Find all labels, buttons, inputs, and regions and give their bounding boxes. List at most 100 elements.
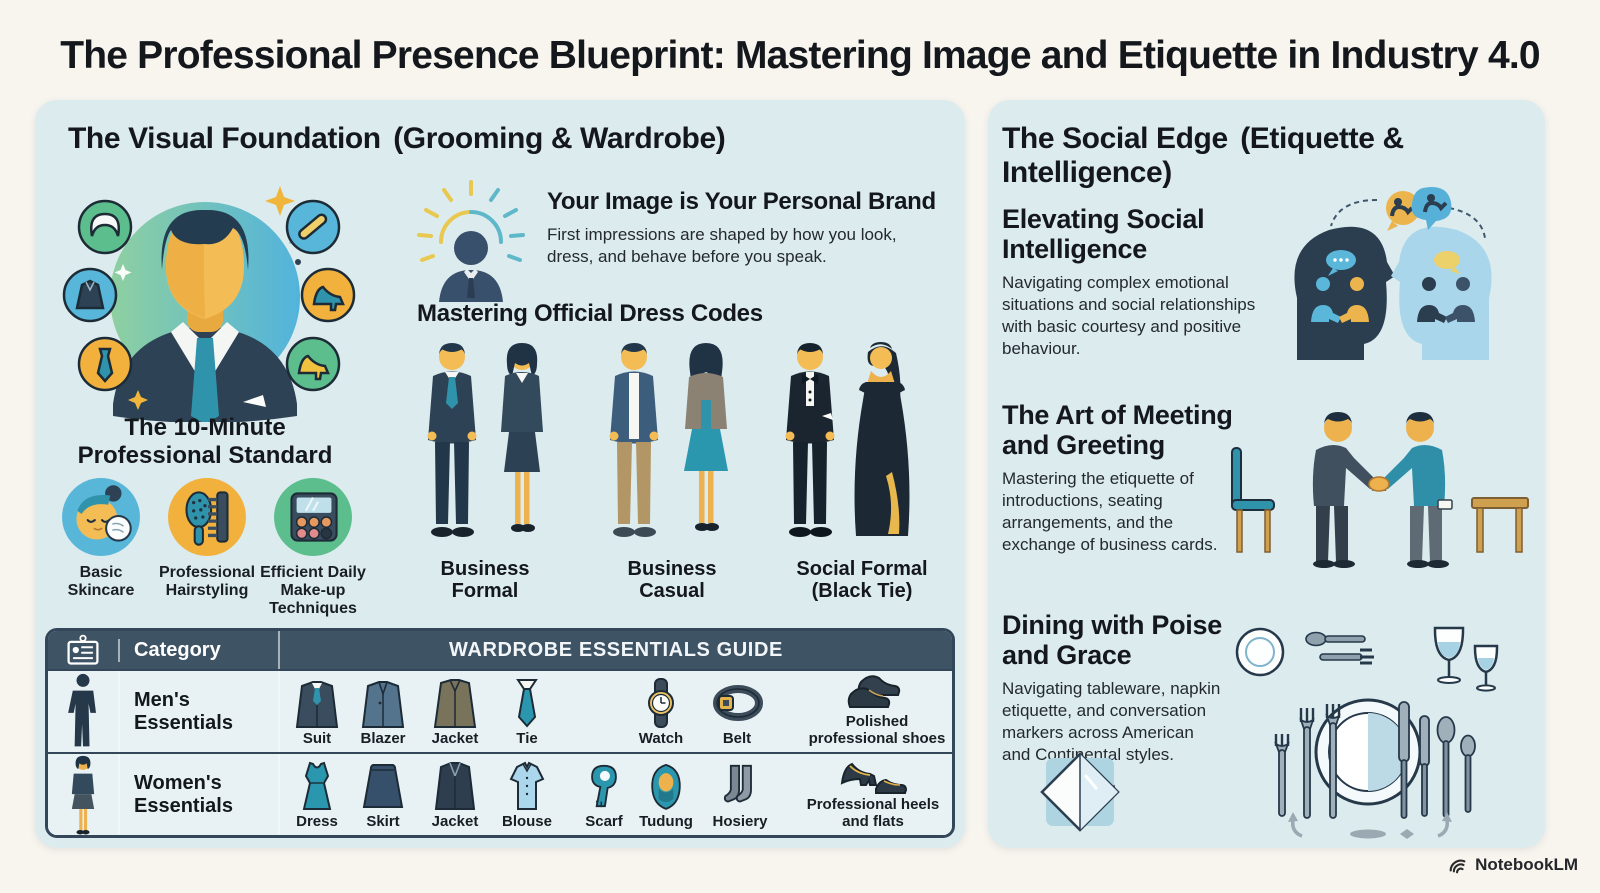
mens-silhouette-cell xyxy=(48,671,118,752)
item-label: Tie xyxy=(516,729,538,747)
grooming-item-hairstyling: Professional Hairstyling xyxy=(142,476,272,600)
business-casual-woman-figure xyxy=(684,343,728,531)
hairstyle-icon xyxy=(77,199,133,255)
item-label: Scarf xyxy=(585,812,623,830)
dress-code-label: Business Formal xyxy=(440,558,530,602)
visual-foundation-panel: The Visual Foundation (Grooming & Wardro… xyxy=(35,100,965,848)
item-label: Suit xyxy=(302,729,332,747)
mens-category-label: Men's Essentials xyxy=(134,688,233,734)
dress-shoes-icon xyxy=(847,675,901,708)
hosiery-icon xyxy=(723,764,752,803)
wardrobe-item-suit: Suit xyxy=(282,679,352,748)
dress-icon xyxy=(302,761,332,810)
sparkle-icons xyxy=(114,186,301,410)
notebooklm-logo-icon xyxy=(1449,859,1466,874)
black-tie-man-figure xyxy=(785,343,835,537)
woman-silhouette-icon xyxy=(71,755,95,834)
etiquette-direction-arrows xyxy=(1288,812,1452,839)
grooming-label: Efficient Daily Make-up Techniques xyxy=(260,564,366,617)
social-intelligence-heading: Elevating Social Intelligence xyxy=(1002,204,1205,265)
wardrobe-item-jacket: Jacket xyxy=(420,677,490,748)
man-silhouette-icon xyxy=(68,673,96,746)
womens-items-cell: Dress Skirt xyxy=(278,754,952,835)
table-header-icon-cell xyxy=(48,634,118,666)
category-header-label: Category xyxy=(134,638,221,661)
grooming-label: Professional Hairstyling xyxy=(158,564,256,599)
ten-minute-standard-title: The 10-Minute Professional Standard xyxy=(77,414,333,469)
social-edge-panel: The Social Edge (Etiquette & Intelligenc… xyxy=(988,100,1545,848)
grooming-item-makeup: Efficient Daily Make-up Techniques xyxy=(248,476,378,618)
womens-category-label: Women's Essentials xyxy=(134,771,233,817)
wardrobe-item-blazer: Blazer xyxy=(348,679,418,748)
meeting-greeting-body: Mastering the etiquette of introductions… xyxy=(1002,469,1218,555)
nail-file-icon xyxy=(285,199,341,255)
bread-cutlery-icons xyxy=(1305,631,1374,665)
businessman-bust xyxy=(113,209,297,422)
womens-silhouette-cell xyxy=(48,754,118,835)
mens-items-cell: Suit Blazer xyxy=(278,671,952,752)
grooming-label: Basic Skincare xyxy=(67,564,135,599)
id-badge-icon xyxy=(67,634,99,665)
item-label: Skirt xyxy=(366,812,400,830)
chair-icon xyxy=(1231,447,1275,553)
wardrobe-table-header: Category WARDROBE ESSENTIALS GUIDE xyxy=(48,631,952,669)
heels-flats-icon xyxy=(840,762,908,794)
item-label: Polished professional shoes xyxy=(808,713,946,747)
knives-spoons-icons xyxy=(1398,701,1476,819)
business-formal-man-figure xyxy=(427,343,477,537)
tie-icon xyxy=(77,336,133,392)
forks-icons xyxy=(1274,704,1341,819)
tie-item-icon xyxy=(516,678,538,728)
suit-icon xyxy=(295,680,339,728)
dress-code-label: Business Casual xyxy=(627,558,717,602)
womens-essentials-row: Women's Essentials Dress xyxy=(48,752,952,835)
social-edge-heading-light: (Etiquette & Intelligence) xyxy=(1002,122,1404,189)
meeting-greeting-illustration xyxy=(1231,412,1529,568)
makeup-palette-icon xyxy=(274,478,352,556)
table-icon xyxy=(1471,497,1529,553)
wardrobe-essentials-table: Category WARDROBE ESSENTIALS GUIDE Men's… xyxy=(45,628,955,838)
item-label: Hosiery xyxy=(712,812,768,830)
scarf-icon xyxy=(591,764,617,807)
heel-shoe-icon xyxy=(300,267,356,323)
category-header-cell: Category xyxy=(118,638,278,662)
pump-shoe-icon xyxy=(285,336,341,392)
item-label: Watch xyxy=(638,729,684,747)
grooming-item-skincare: Basic Skincare xyxy=(36,476,166,600)
mens-essentials-row: Men's Essentials Suit xyxy=(48,669,952,752)
item-label: Professional heels and flats xyxy=(806,796,940,830)
womens-category-cell: Women's Essentials xyxy=(118,754,278,835)
dining-heading: Dining with Poise and Grace xyxy=(1002,610,1222,671)
jacket-icon xyxy=(433,678,477,728)
item-label: Dress xyxy=(296,812,338,830)
blouse-icon xyxy=(509,761,545,810)
visual-foundation-heading-light: (Grooming & Wardrobe) xyxy=(393,122,726,155)
social-intelligence-body: Navigating complex emotional situations … xyxy=(1002,273,1256,359)
business-casual-man-figure xyxy=(609,343,659,537)
wardrobe-item-belt: Belt xyxy=(702,677,772,748)
blazer-icon xyxy=(361,680,405,728)
wardrobe-item-heels: Professional heels and flats xyxy=(798,751,948,830)
handshake-men xyxy=(1312,412,1453,568)
social-edge-heading-bold: The Social Edge xyxy=(1002,122,1228,155)
wardrobe-item-shoes: Polished professional shoes xyxy=(802,668,952,747)
visual-foundation-heading-bold: The Visual Foundation xyxy=(68,122,381,155)
meeting-greeting-heading: The Art of Meeting and Greeting xyxy=(1002,400,1233,461)
skincare-icon xyxy=(62,478,140,556)
wardrobe-guide-title: WARDROBE ESSENTIALS GUIDE xyxy=(278,631,952,669)
evening-gown-woman-figure xyxy=(854,342,910,536)
dinner-plate-icon xyxy=(1314,698,1422,806)
social-intelligence-illustration xyxy=(1294,186,1492,360)
item-label: Blazer xyxy=(360,729,406,747)
napkin-icon xyxy=(1040,752,1120,832)
business-formal-woman-figure xyxy=(501,343,543,532)
item-label: Belt xyxy=(722,729,752,747)
wardrobe-item-watch: Watch xyxy=(626,677,696,748)
personal-brand-heading: Your Image is Your Personal Brand xyxy=(547,188,936,215)
social-edge-heading: The Social Edge (Etiquette & Intelligenc… xyxy=(1002,122,1545,190)
wine-glasses-icons xyxy=(1433,626,1499,692)
wardrobe-item-skirt: Skirt xyxy=(348,760,418,831)
mens-category-cell: Men's Essentials xyxy=(118,671,278,752)
notebooklm-watermark: NotebookLM xyxy=(1447,854,1578,876)
